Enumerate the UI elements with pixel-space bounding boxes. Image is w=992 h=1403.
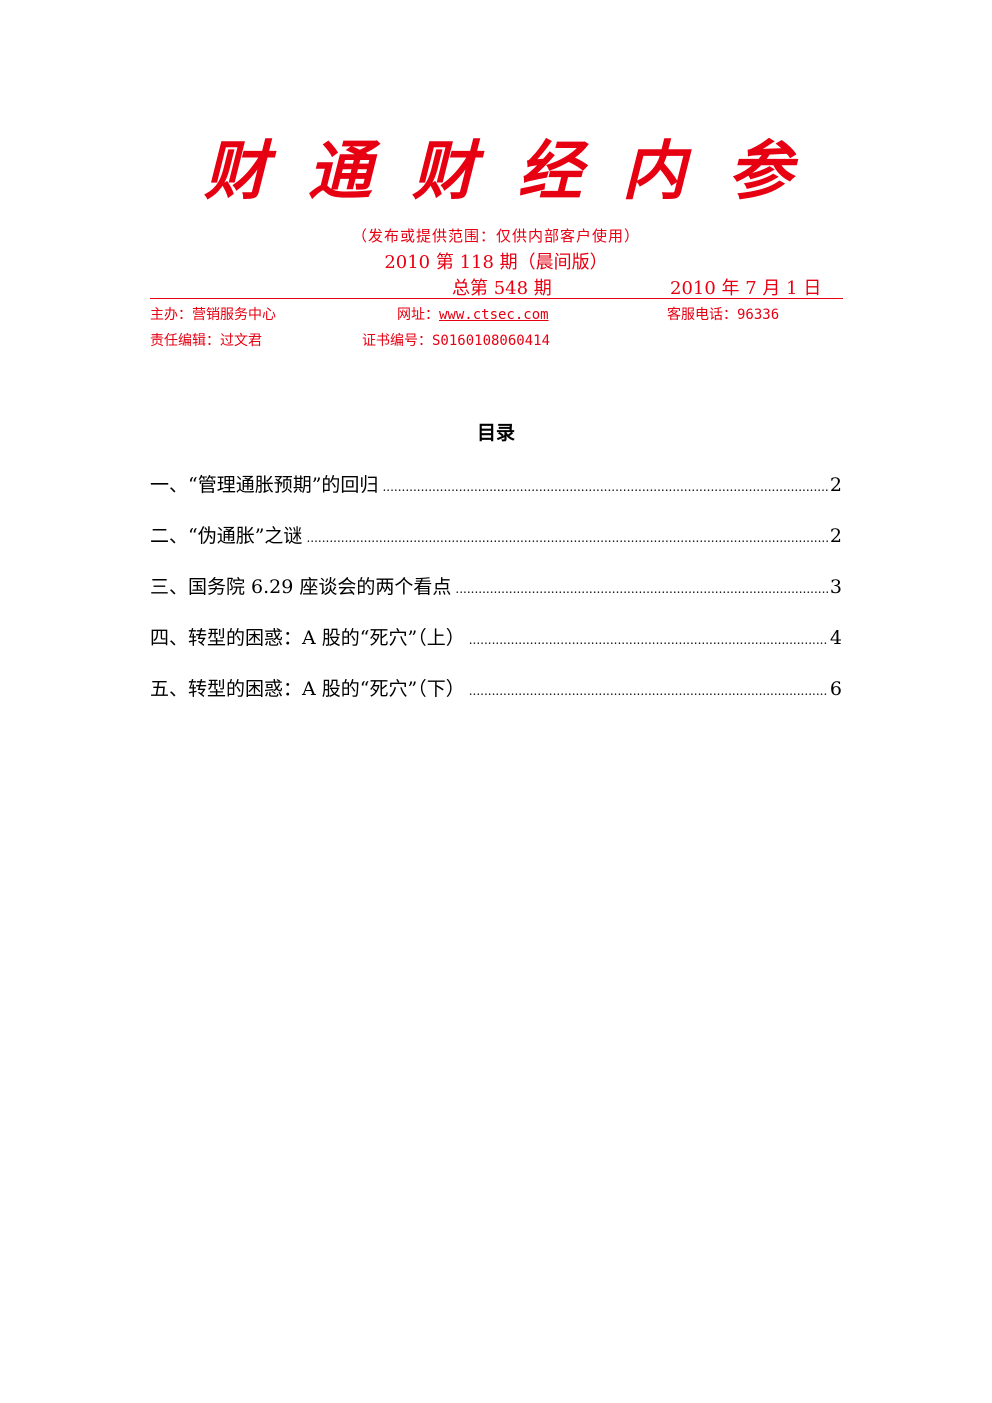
toc-item-label: 二、“伪通胀”之谜 [150,525,303,547]
masthead-char: 内 [622,135,686,209]
organizer: 主办：营销服务中心 [150,307,276,323]
toc-item-page: 3 [829,576,842,598]
masthead-char: 通 [308,135,372,209]
toc-leader-dots [382,472,827,502]
toc-item-page: 2 [829,525,842,547]
issue-date: 2010 年 7 月 1 日 [670,278,822,299]
toc-item-page: 2 [829,474,842,496]
masthead-char: 财 [412,135,476,209]
toc-item-label: 一、“管理通胀预期”的回归 [150,474,379,496]
editor: 责任编辑：过文君 [150,333,262,349]
toc-item-label: 三、国务院 6.29 座谈会的两个看点 [150,576,452,598]
toc-item[interactable]: 三、国务院 6.29 座谈会的两个看点 3 [150,572,842,602]
toc-leader-dots [306,523,827,553]
toc-item-label: 四、转型的困惑：A 股的“死穴”（上） [150,627,465,649]
certificate-number: 证书编号：S0160108060414 [362,333,551,349]
issue-number: 2010 第 118 期（晨间版） [384,252,608,273]
toc-item[interactable]: 五、转型的困惑：A 股的“死穴”（下） 6 [150,674,842,704]
hotline: 客服电话：96336 [667,307,780,323]
toc-leader-dots [469,625,828,655]
masthead-title: 财 通 财 经 内 参 [0,132,992,212]
masthead-char: 经 [518,135,582,209]
header-divider [150,298,843,299]
toc-title: 目录 [476,422,515,444]
masthead-char: 财 [204,135,268,209]
toc-leader-dots [455,574,828,604]
toc-item[interactable]: 四、转型的困惑：A 股的“死穴”（上） 4 [150,623,842,653]
toc-item-label: 五、转型的困惑：A 股的“死穴”（下） [150,678,465,700]
toc-item[interactable]: 一、“管理通胀预期”的回归 2 [150,470,842,500]
distribution-scope: （发布或提供范围：仅供内部客户使用） [351,227,640,245]
masthead-char: 参 [728,135,792,209]
toc-item[interactable]: 二、“伪通胀”之谜 2 [150,521,842,551]
total-issue-number: 总第 548 期 [452,278,552,299]
toc-leader-dots [469,676,828,706]
toc-item-page: 6 [829,678,842,700]
toc-item-page: 4 [829,627,842,649]
website: 网址：www.ctsec.com [397,305,549,325]
website-label: 网址： [397,307,439,323]
website-link[interactable]: www.ctsec.com [439,307,549,323]
